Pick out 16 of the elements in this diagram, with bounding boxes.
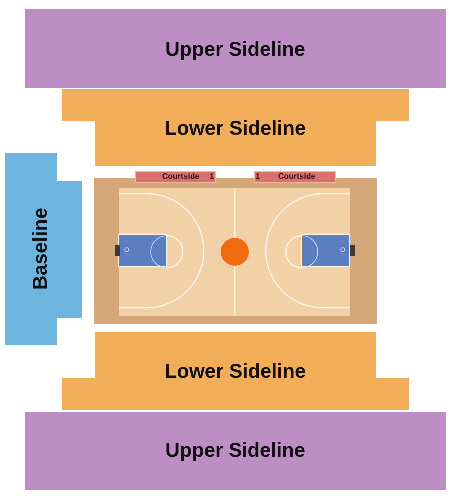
seating-section <box>62 89 409 166</box>
row-number: 1 <box>256 173 260 181</box>
seating-section <box>25 9 446 88</box>
section-label: Lower Sideline <box>164 119 306 139</box>
section-label: Courtside <box>162 173 200 181</box>
courtside-section <box>254 171 336 183</box>
section-label: Upper Sideline <box>165 40 306 60</box>
seating-section <box>62 332 409 410</box>
seating-section <box>5 153 82 345</box>
row-number: 1 <box>210 173 214 181</box>
section-label: Lower Sideline <box>164 362 306 382</box>
seating-section <box>25 412 446 490</box>
section-label: Upper Sideline <box>165 441 306 461</box>
section-label: Courtside <box>278 173 316 181</box>
courtside-section <box>135 171 216 183</box>
section-label: Baseline <box>31 208 51 290</box>
